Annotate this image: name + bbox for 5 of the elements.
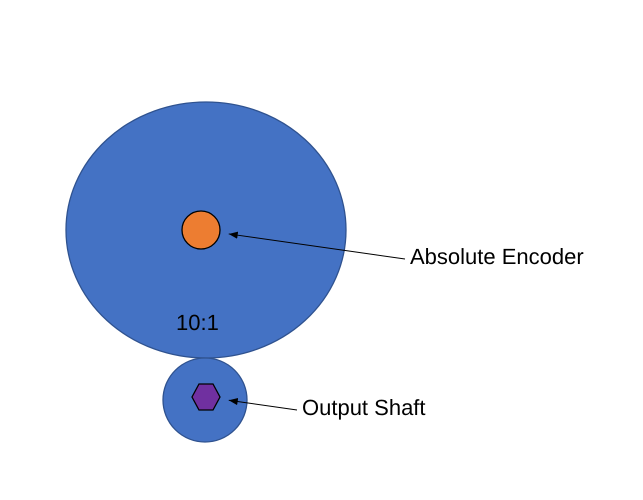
ratio-label: 10:1 (176, 310, 219, 336)
leader-line (228, 232, 406, 260)
callout-label: Absolute Encoder (410, 244, 584, 270)
leader-line (228, 398, 298, 410)
callout-label: Output Shaft (302, 395, 426, 421)
